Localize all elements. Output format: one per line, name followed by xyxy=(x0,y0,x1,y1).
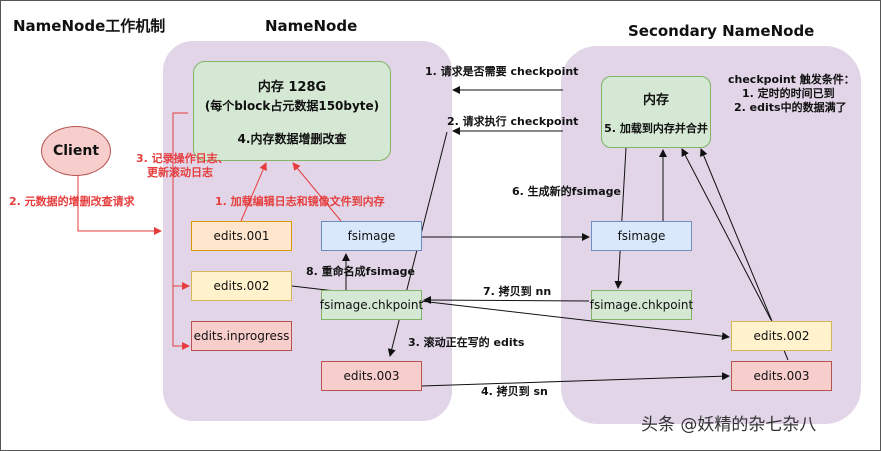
client-node: Client xyxy=(41,126,111,176)
step2-label: 2. 请求执行 checkpoint xyxy=(447,115,579,128)
sn-edits-002-box: edits.002 xyxy=(731,321,832,351)
arrow-load-edits xyxy=(240,162,267,222)
memory-line3: 4.内存数据增删改查 xyxy=(237,131,347,146)
nn-fsimage-box: fsimage xyxy=(321,221,422,251)
step1-label: 1. 请求是否需要 checkpoint xyxy=(425,65,579,78)
arrow-log-bracket xyxy=(172,112,190,350)
arrow-step6 xyxy=(614,147,627,289)
checkpoint-trigger-title: checkpoint 触发条件： xyxy=(728,73,855,86)
log-label-line1: 3. 记录操作日志、 xyxy=(136,152,229,165)
checkpoint-trigger-cond1: 1. 定时的时间已到 xyxy=(742,87,835,100)
arrow-load-fsimage xyxy=(292,162,342,222)
log-label-line2: 更新滚动日志 xyxy=(147,166,213,179)
secondary-memory-box: 内存 5. 加载到内存并合并 xyxy=(601,76,711,148)
memory-line1: 内存 128G xyxy=(257,79,327,95)
step8-label: 8. 重命名成fsimage xyxy=(306,265,415,278)
arrow-step4 xyxy=(421,372,730,387)
edits-002-box: edits.002 xyxy=(191,271,292,301)
diagram-title: NameNode工作机制 xyxy=(13,17,166,35)
memory-line2: (每个block占元数据150byte) xyxy=(204,98,380,113)
arrow-edits002-to-mem xyxy=(681,148,772,321)
namenode-label: NameNode xyxy=(265,17,358,35)
client-label: Client xyxy=(52,143,100,159)
nn-fsimage-chkpoint-box: fsimage.chkpoint xyxy=(320,290,423,320)
namenode-memory-box: 内存 128G (每个block占元数据150byte) 4.内存数据增删改查 xyxy=(193,61,391,161)
arrow-client-request xyxy=(77,176,162,235)
load-label: 1. 加载编辑日志和镜像文件到内存 xyxy=(215,195,385,208)
arrow-step7 xyxy=(423,296,590,305)
step7-label: 7. 拷贝到 nn xyxy=(483,285,552,298)
sn-edits-003-box: edits.003 xyxy=(731,361,832,391)
step4-label: 4. 拷贝到 sn xyxy=(481,385,548,398)
sn-fsimage-chkpoint-box: fsimage.chkpoint xyxy=(590,290,693,320)
client-request-label: 2. 元数据的增删改查请求 xyxy=(9,195,135,208)
secondary-memory-title: 内存 xyxy=(642,92,669,108)
nn-edits-003-box: edits.003 xyxy=(321,361,422,391)
edits-001-box: edits.001 xyxy=(191,221,292,251)
step3-label: 3. 滚动正在写的 edits xyxy=(408,336,525,349)
secondary-memory-sub: 5. 加载到内存并合并 xyxy=(604,121,708,135)
checkpoint-trigger-cond2: 2. edits中的数据满了 xyxy=(734,101,847,114)
watermark: 头条 @妖精的杂七杂八 xyxy=(641,415,817,435)
sn-fsimage-box: fsimage xyxy=(591,221,692,251)
edits-inprogress-box: edits.inprogress xyxy=(191,321,292,351)
secondary-namenode-label: Secondary NameNode xyxy=(628,22,815,40)
step6-label: 6. 生成新的fsimage xyxy=(512,185,621,198)
